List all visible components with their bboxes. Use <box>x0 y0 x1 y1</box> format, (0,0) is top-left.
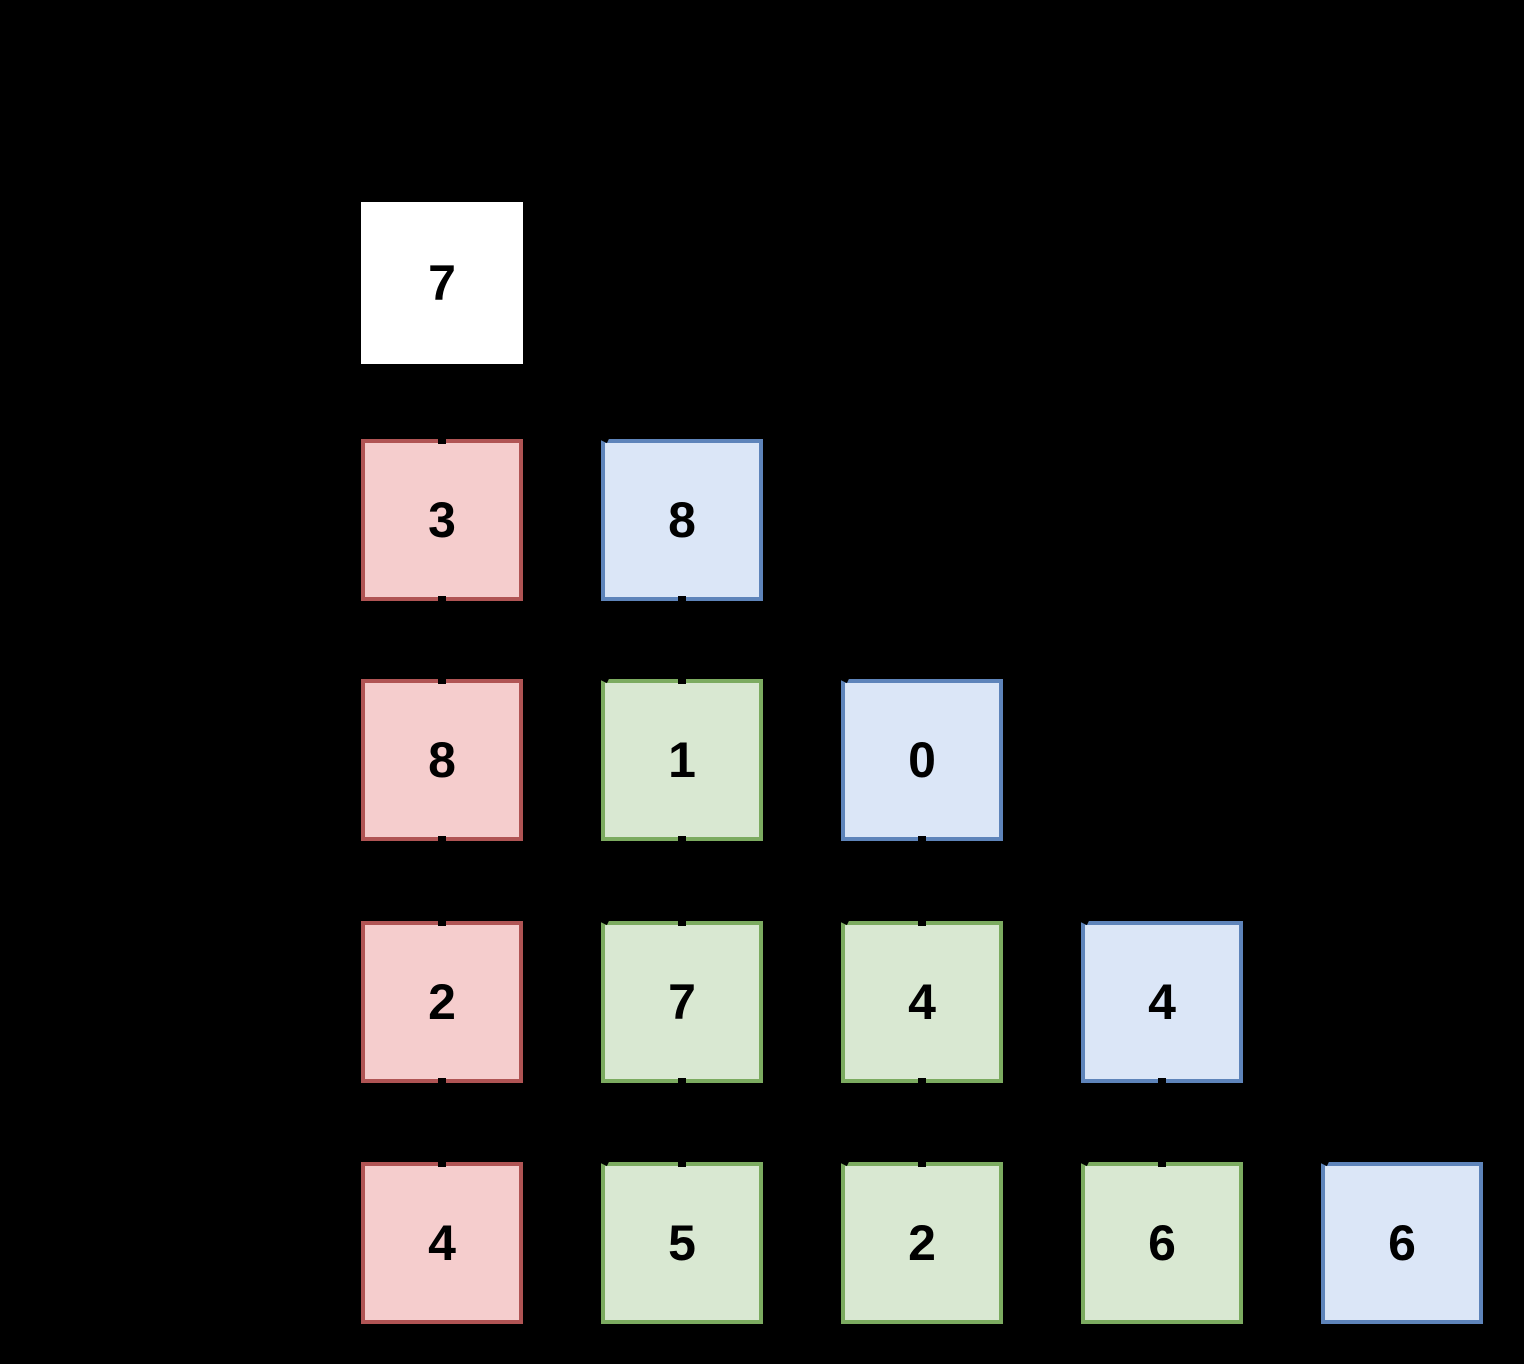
cell-value: 4 <box>1148 974 1176 1030</box>
cell-value: 3 <box>428 492 456 548</box>
connector-stub <box>828 1152 850 1167</box>
cell-value: 4 <box>428 1215 456 1271</box>
cell-value: 8 <box>668 492 696 548</box>
triangle-cell: 4 <box>1068 911 1243 1083</box>
cell-value: 0 <box>908 732 936 788</box>
triangle-cell: 7 <box>361 202 523 364</box>
cell-value: 7 <box>428 255 456 311</box>
triangle-cell: 2 <box>828 1152 1003 1324</box>
triangle-cell: 7 <box>588 911 763 1083</box>
triangle-cell: 4 <box>361 1162 523 1324</box>
cell-value: 6 <box>1388 1215 1416 1271</box>
triangle-cell: 1 <box>588 669 763 841</box>
triangle-cell: 3 <box>361 439 523 601</box>
cell-value: 4 <box>908 974 936 1030</box>
connector-stub <box>1308 1152 1330 1167</box>
cell-value: 8 <box>428 732 456 788</box>
connector-stub <box>828 911 850 926</box>
triangle-cell: 8 <box>588 429 763 601</box>
cell-value: 1 <box>668 732 696 788</box>
connector-stub <box>828 669 850 684</box>
triangle-cell: 4 <box>828 911 1003 1083</box>
triangle-cell: 6 <box>1308 1152 1483 1324</box>
triangle-cell: 0 <box>828 669 1003 841</box>
cell-value: 7 <box>668 974 696 1030</box>
connector-stub <box>588 669 610 684</box>
connector-stub <box>1068 1152 1090 1167</box>
triangle-cell: 8 <box>361 679 523 841</box>
cell-value: 5 <box>668 1215 696 1271</box>
cell-value: 2 <box>428 974 456 1030</box>
cell-value: 6 <box>1148 1215 1176 1271</box>
connector-stub <box>588 429 610 444</box>
connector-stub <box>1068 911 1090 926</box>
connector-stub <box>588 1152 610 1167</box>
triangle-cell: 5 <box>588 1152 763 1324</box>
connector-stub <box>588 911 610 926</box>
triangle-cell: 2 <box>361 921 523 1083</box>
cell-value: 2 <box>908 1215 936 1271</box>
triangle-cell: 6 <box>1068 1152 1243 1324</box>
